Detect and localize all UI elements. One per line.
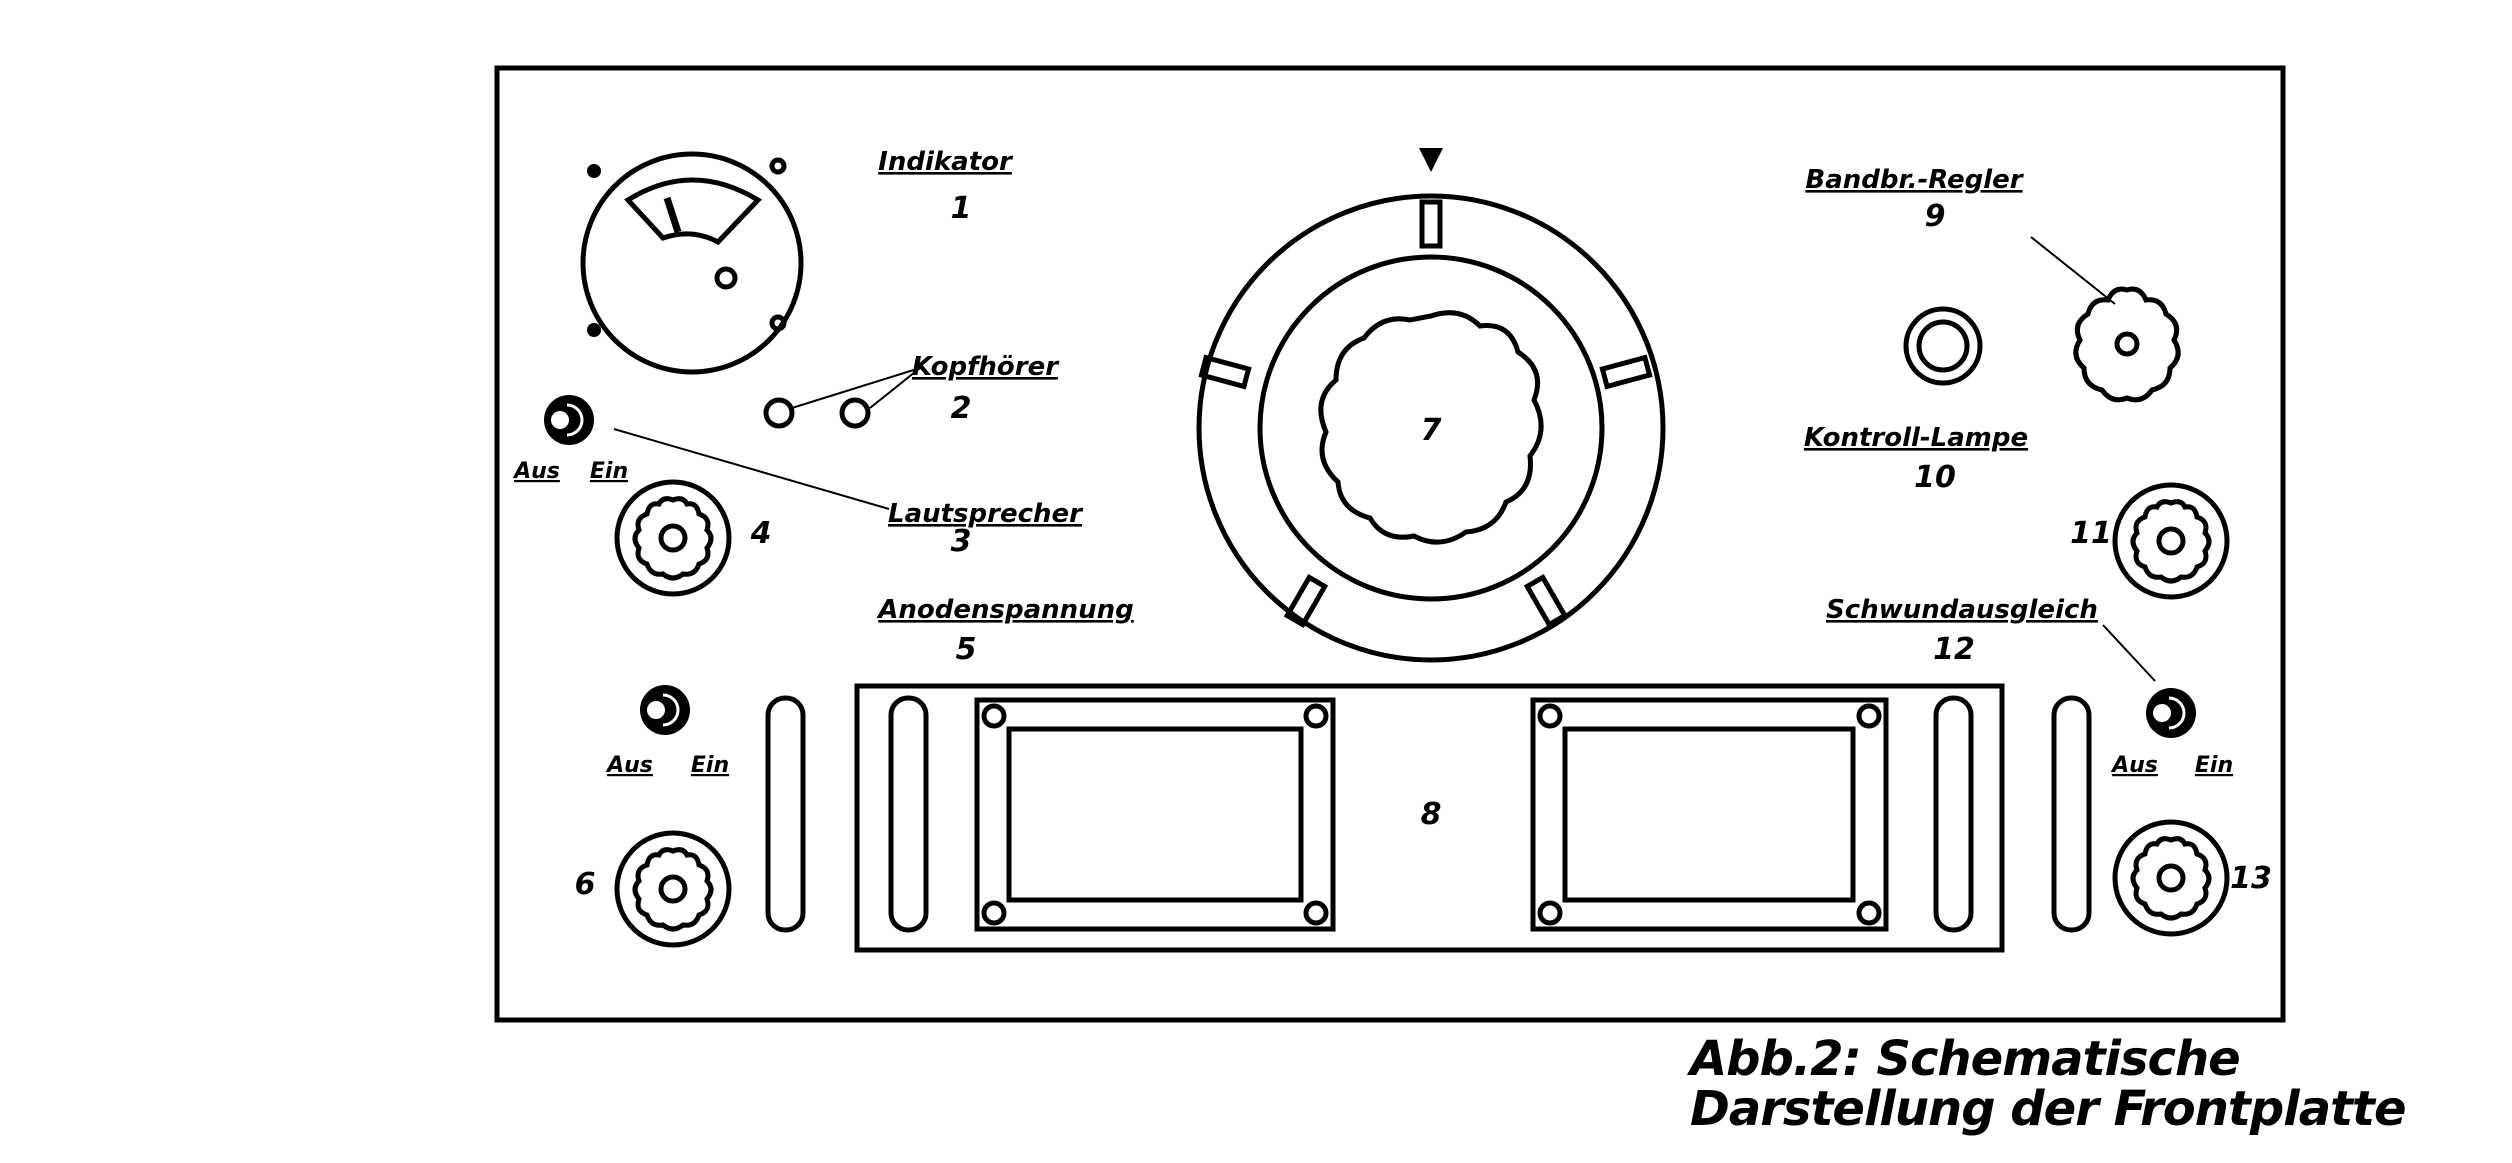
knob-11[interactable] [2115, 485, 2227, 597]
panel-number: 8 [1421, 797, 1442, 832]
bandbreite-number: 9 [1925, 199, 1946, 234]
avc-switch-on-label: Ein [2195, 753, 2233, 778]
bandbreite-leader-line [2030, 236, 2116, 305]
dial-pointer-triangle [1419, 148, 1443, 172]
kopfhoerer-number: 2 [951, 391, 972, 426]
knob-13-number: 13 [2230, 861, 2272, 896]
knob-4-number: 4 [750, 516, 772, 551]
caption-line-2: Darstellung der Frontplatte [1690, 1081, 2406, 1137]
tuning-dial[interactable] [1196, 148, 1666, 663]
avc-toggle-switch[interactable] [2144, 686, 2198, 740]
scale-windows-panel [854, 683, 2005, 953]
anodenspannung-label: Anodenspannung [876, 595, 1134, 625]
indikator-label: Indikator [878, 147, 1014, 177]
lautsprecher-leader-line [613, 428, 890, 510]
knob-4[interactable] [617, 482, 729, 594]
anode-toggle-switch[interactable] [638, 683, 692, 737]
caption-line-1: Abb.2: Schematische [1686, 1031, 2240, 1087]
vertical-slot [765, 695, 806, 933]
speaker-toggle-switch[interactable] [542, 393, 596, 447]
bandbreite-label: Bandbr.-Regler [1805, 165, 2024, 195]
knob-6[interactable] [617, 833, 729, 945]
headphone-jacks [763, 367, 921, 429]
vertical-slot [1933, 695, 1974, 933]
schwundausgleich-label: Schwundausgleich [1826, 595, 2098, 625]
dial-number: 7 [1421, 413, 1442, 448]
bandwidth-knob[interactable] [2073, 286, 2181, 403]
avc-switch-off-label: Aus [2110, 753, 2158, 778]
lautsprecher-number: 3 [951, 524, 972, 559]
kontrolllampe-number: 10 [1914, 460, 1956, 495]
anode-switch-off-label: Aus [605, 753, 653, 778]
schwundausgleich-number: 12 [1933, 632, 1975, 667]
anode-switch-on-label: Ein [691, 753, 729, 778]
speaker-switch-off-label: Aus [512, 459, 560, 484]
vertical-slot [888, 695, 929, 933]
control-lamp [1903, 306, 1983, 386]
lautsprecher-label: Lautsprecher [888, 499, 1084, 529]
vertical-slot [2051, 695, 2092, 933]
kopfhoerer-label: Kopfhörer [912, 352, 1060, 382]
schwundausgleich-leader-line [2102, 624, 2156, 682]
speaker-switch-on-label: Ein [590, 459, 628, 484]
panel-frame [494, 65, 2286, 1023]
knob-11-number: 11 [2070, 516, 2112, 551]
knob-13[interactable] [2115, 822, 2227, 934]
indicator-meter [580, 151, 804, 375]
knob-6-number: 6 [575, 867, 596, 902]
indikator-number: 1 [951, 191, 972, 226]
kontrolllampe-label: Kontroll-Lampe [1804, 423, 2028, 453]
anodenspannung-number: 5 [956, 632, 977, 667]
